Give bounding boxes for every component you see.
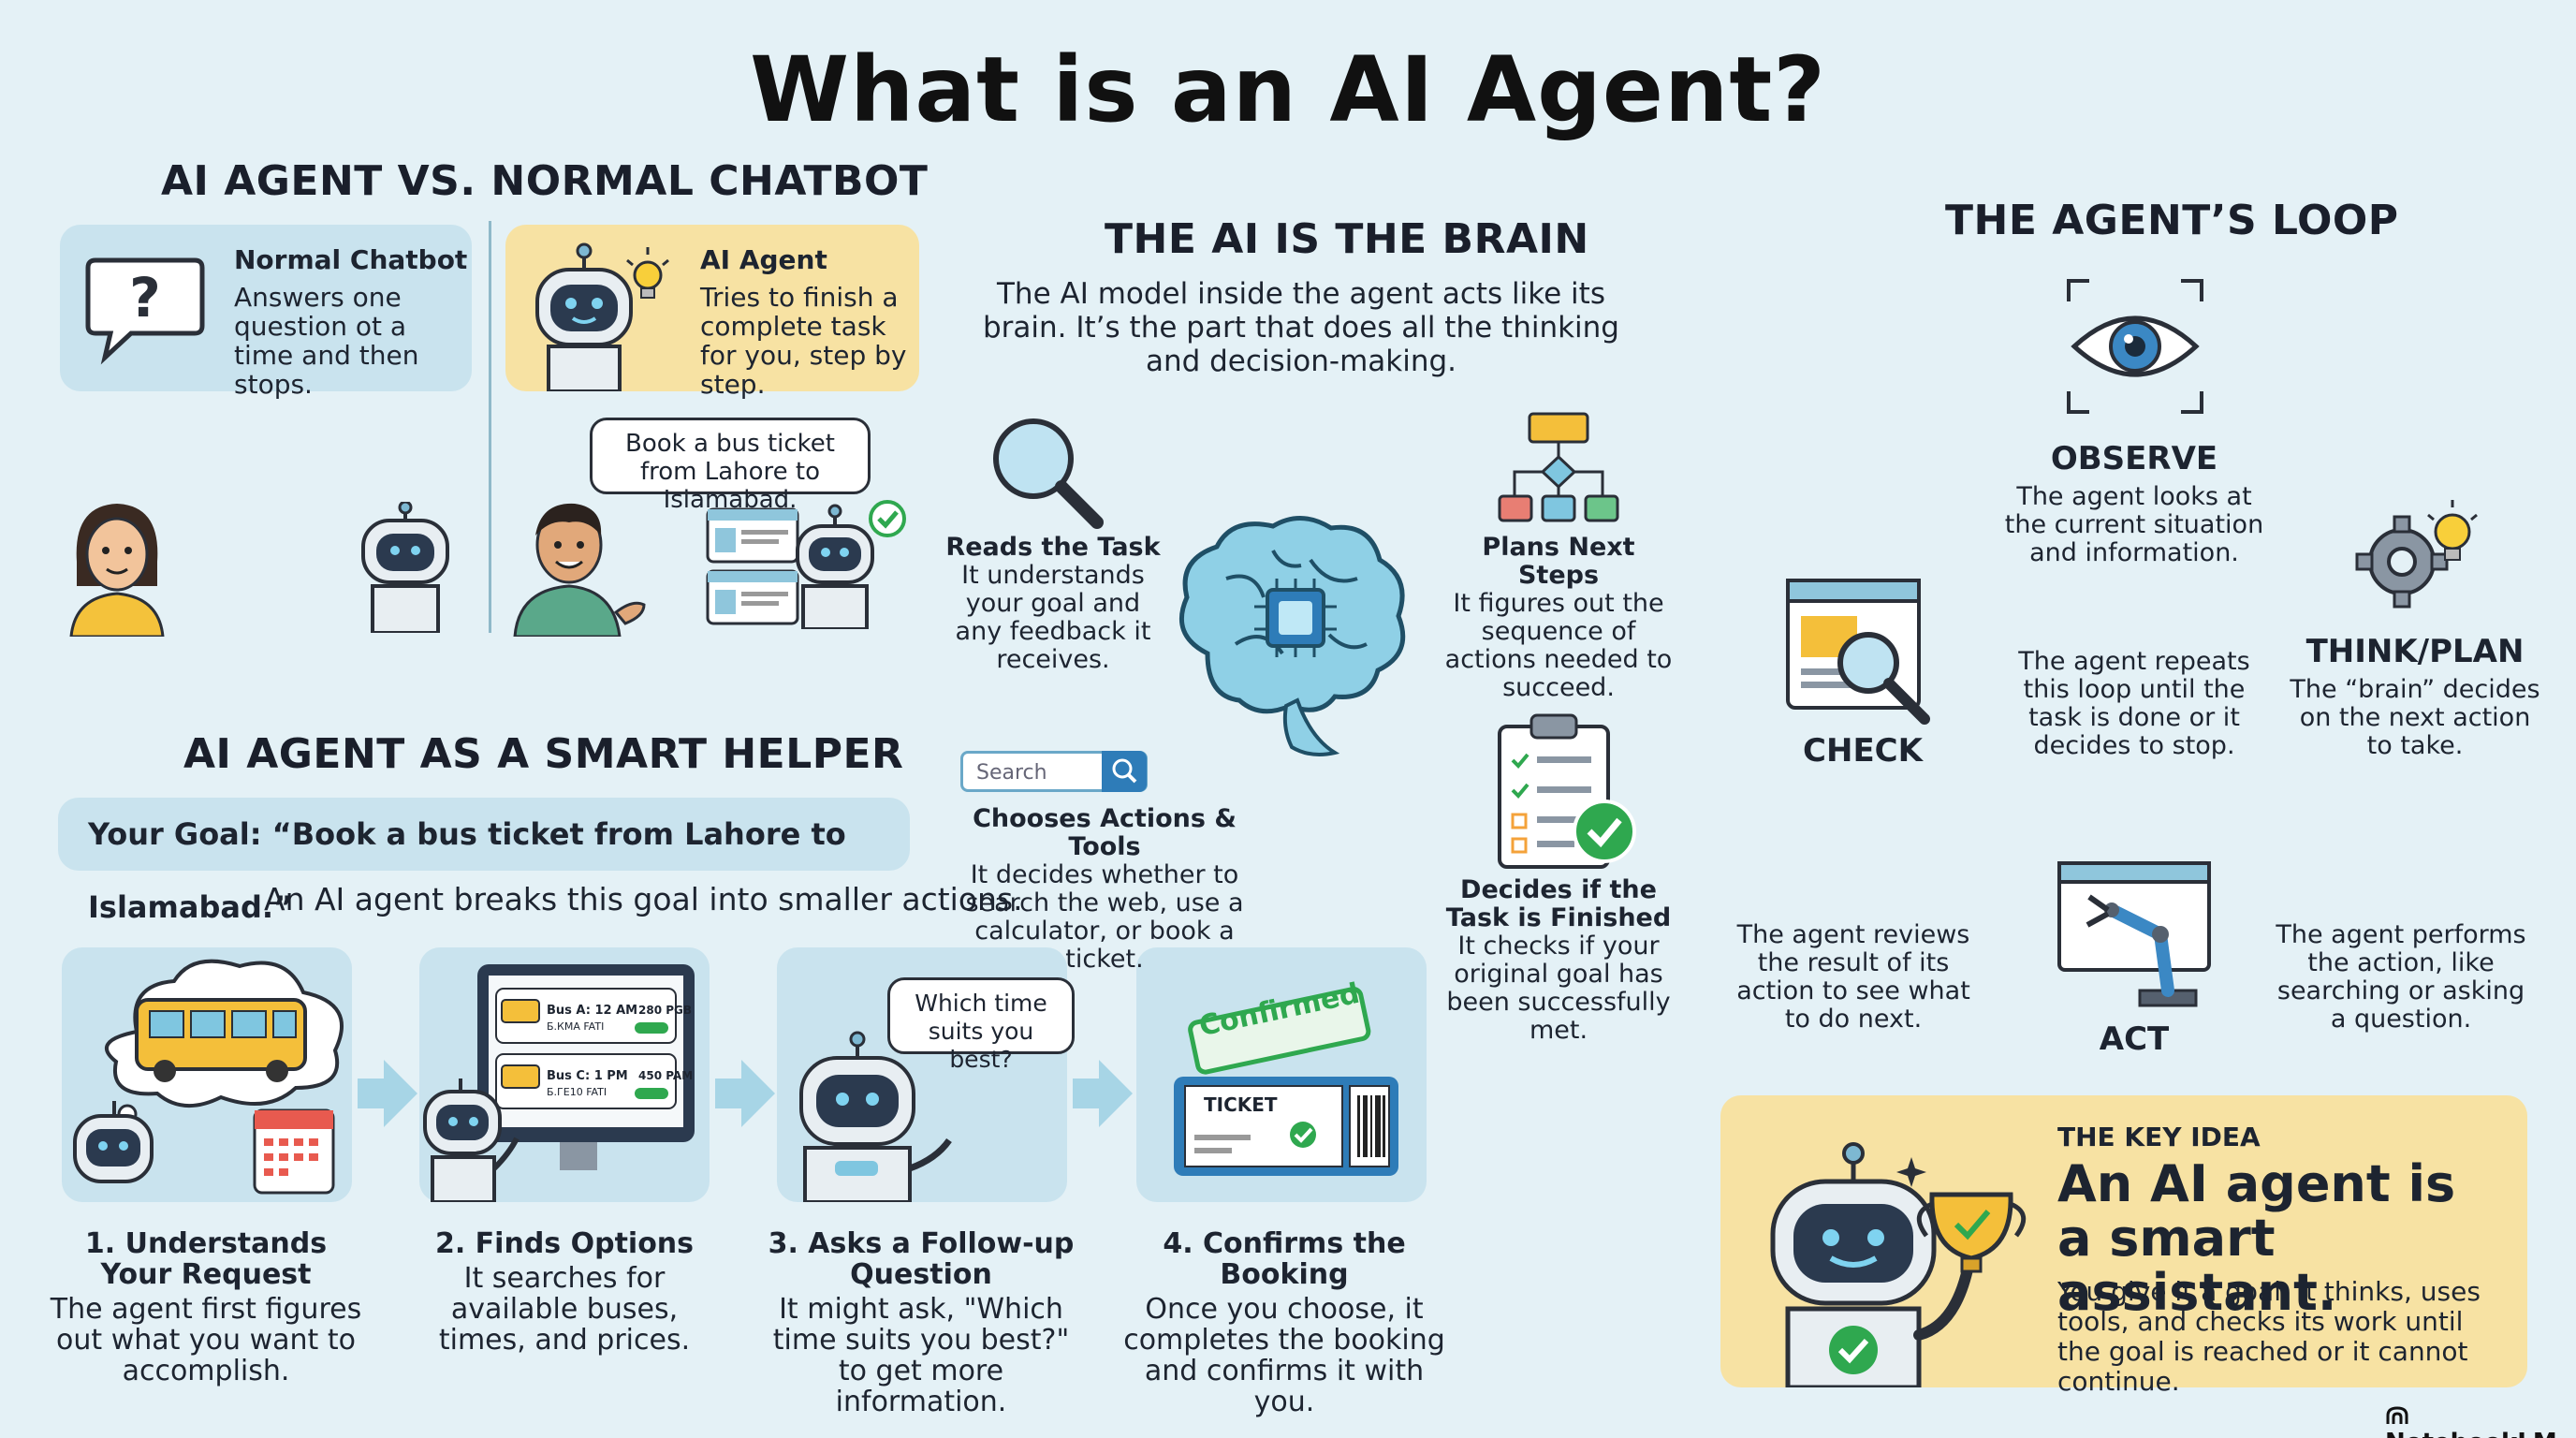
- chooses-desc: It decides whether to search the web, us…: [965, 860, 1244, 974]
- reads-block: Reads the Task It understands your goal …: [945, 534, 1161, 674]
- search-placeholder: Search: [976, 761, 1047, 785]
- agent-robot-check-icon: [786, 498, 908, 629]
- request-bubble: Book a bus ticket from Lahore to Isiamab…: [590, 418, 871, 514]
- svg-text:?: ?: [129, 266, 161, 330]
- search-box[interactable]: Search: [960, 751, 1148, 792]
- ticket-confirmed-illustration: [1174, 987, 1398, 1176]
- check-desc: The agent reviews the result of its acti…: [1736, 920, 1970, 1034]
- step-arrow-1: [358, 1056, 417, 1131]
- vs-divider: [489, 221, 491, 633]
- agent-desc: Tries to finish a complete task for you,…: [700, 282, 907, 400]
- man-user-icon: [513, 491, 653, 637]
- chatbot-title: Normal Chatbot: [234, 244, 468, 275]
- question-bubble-icon: ?: [84, 253, 206, 365]
- step-4-text: 4. Confirms the Booking Once you choose,…: [1116, 1228, 1453, 1417]
- robot-lightbulb-icon: [528, 242, 678, 391]
- think-desc: The “brain” decides on the next action t…: [2290, 675, 2540, 760]
- bus-thought-illustration: [73, 959, 344, 1195]
- chatbot-card: ? Normal Chatbot Answers one question ot…: [60, 225, 472, 399]
- step-1-desc: The agent first figures out what you wan…: [50, 1293, 362, 1387]
- step-card-1: [62, 947, 352, 1202]
- option-row-2-sub: Б.ГЕ10 FATI: [547, 1086, 607, 1098]
- think-block: THINK/PLAN The “brain” decides on the ne…: [2284, 633, 2546, 760]
- chooses-title: Chooses Actions & Tools: [973, 804, 1237, 861]
- followup-bubble: Which time suits you best?: [887, 977, 1075, 1073]
- robot-trophy-icon: [1739, 1138, 2048, 1387]
- reads-title: Reads the Task: [945, 533, 1161, 562]
- chooses-block: Chooses Actions & Tools It decides wheth…: [936, 805, 1273, 974]
- plans-block: Plans Next Steps It figures out the sequ…: [1442, 534, 1676, 702]
- step-card-2: [419, 947, 710, 1202]
- step-arrow-2: [715, 1056, 775, 1131]
- step-2-text: 2. Finds Options It searches for availab…: [410, 1228, 719, 1356]
- option-row-2-price: 450 PAM: [638, 1069, 694, 1082]
- step-3-desc: It might ask, "Which time suits you best…: [772, 1293, 1070, 1418]
- brain-heading: THE AI IS THE BRAIN: [1105, 215, 1589, 263]
- chatbot-robot-icon: [354, 502, 457, 633]
- vs-heading: AI AGENT VS. NORMAL CHATBOT: [161, 157, 929, 205]
- loop-heading: THE AGENT’S LOOP: [1945, 197, 2399, 244]
- notebooklm-logo-icon: [2385, 1405, 2409, 1426]
- eye-icon: [2065, 277, 2205, 416]
- notebooklm-logo: NotebookLM: [2385, 1401, 2576, 1438]
- option-row-1-price: 280 PGB: [638, 1004, 693, 1017]
- act-title: ACT: [2099, 1020, 2170, 1058]
- act-desc: The agent performs the action, like sear…: [2276, 920, 2526, 1034]
- robot-question-illustration: [799, 1031, 952, 1202]
- brain-intro: The AI model inside the agent acts like …: [983, 277, 1619, 378]
- agent-title: AI Agent: [700, 244, 827, 275]
- ticket-label: TICKET: [1204, 1093, 1278, 1116]
- step-card-4: [1136, 947, 1427, 1202]
- gear-lightbulb-icon: [2348, 487, 2488, 627]
- option-row-2-time: Bus C: 1 PM: [547, 1069, 628, 1083]
- observe-block: OBSERVE The agent looks at the current s…: [1994, 440, 2275, 567]
- key-label: THE KEY IDEA: [2057, 1122, 2261, 1152]
- plans-title: Plans Next Steps: [1482, 533, 1635, 590]
- step-1-title: 1. Understands Your Request: [84, 1227, 328, 1291]
- flowchart-icon: [1492, 410, 1625, 530]
- key-desc: You give it a goal. It thinks, uses tool…: [2057, 1276, 2481, 1397]
- step-2-desc: It searches for available buses, times, …: [438, 1262, 691, 1357]
- checklist-icon: [1492, 712, 1642, 871]
- step-3-text: 3. Asks a Follow-up Question It might as…: [756, 1228, 1086, 1417]
- robot-arm-icon: [2056, 859, 2215, 1009]
- decides-block: Decides if the Task is Finished It check…: [1442, 876, 1676, 1045]
- check-window-icon: [1782, 575, 1941, 734]
- reads-desc: It understands your goal and any feedbac…: [955, 561, 1151, 674]
- page-title: What is an AI Agent?: [750, 37, 1826, 142]
- option-row-1-time: Bus A: 12 AM: [547, 1004, 638, 1018]
- plans-desc: It figures out the sequence of actions n…: [1444, 589, 1673, 702]
- step-4-title: 4. Confirms the Booking: [1163, 1227, 1406, 1291]
- notebooklm-brand-text: NotebookLM: [2385, 1429, 2557, 1438]
- key-headline: An AI agent is a smart assistant.: [2057, 1154, 2456, 1322]
- step-arrow-3: [1073, 1056, 1133, 1131]
- step-3-title: 3. Asks a Follow-up Question: [768, 1227, 1075, 1291]
- step-1-text: 1. Understands Your Request The agent fi…: [47, 1228, 365, 1387]
- step-4-desc: Once you choose, it completes the bookin…: [1123, 1293, 1445, 1418]
- girl-user-icon: [66, 496, 168, 637]
- check-title: CHECK: [1803, 732, 1923, 770]
- goal-banner: Your Goal: “Book a bus ticket from Lahor…: [58, 798, 910, 925]
- observe-desc: The agent looks at the current situation…: [2004, 482, 2264, 567]
- think-title: THINK/PLAN: [2305, 633, 2525, 670]
- helper-heading: AI AGENT AS A SMART HELPER: [183, 730, 904, 778]
- option-row-1-sub: Б.КМА FATI: [547, 1020, 605, 1033]
- step-2-title: 2. Finds Options: [434, 1227, 695, 1260]
- decides-title: Decides if the Task is Finished: [1445, 875, 1672, 932]
- browser-screens-icon: [704, 506, 807, 627]
- helper-subtitle: An AI agent breaks this goal into smalle…: [264, 881, 1023, 917]
- agent-card: AI Agent Tries to finish a complete task…: [505, 225, 919, 399]
- magnifier-icon: [985, 410, 1106, 532]
- observe-title: OBSERVE: [2050, 440, 2218, 477]
- chatbot-desc: Answers one question ot a time and then …: [234, 282, 419, 400]
- brain-chip-icon: [1170, 513, 1413, 760]
- loop-center-text: The agent repeats this loop until the ta…: [2018, 647, 2250, 760]
- decides-desc: It checks if your original goal has been…: [1446, 932, 1671, 1045]
- key-idea-card: THE KEY IDEA An AI agent is a smart assi…: [1720, 1095, 2527, 1397]
- monitor-options-illustration: [423, 964, 695, 1202]
- search-icon[interactable]: [1102, 751, 1147, 792]
